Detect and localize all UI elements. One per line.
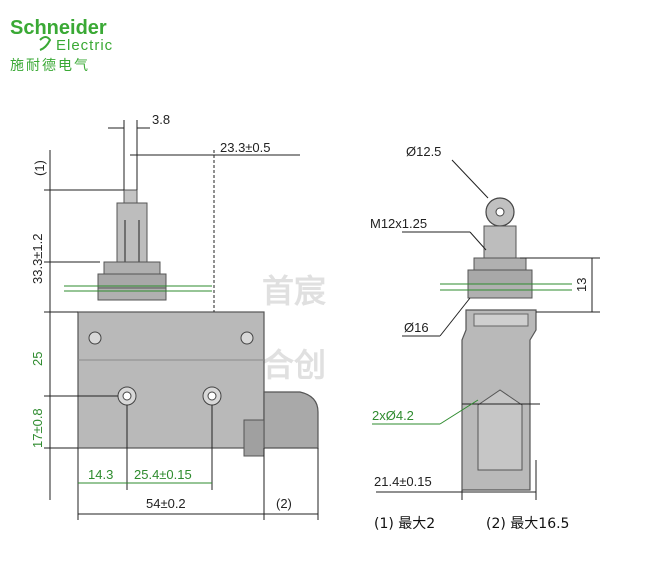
switch-body (77, 311, 265, 449)
screw-right-icon (240, 331, 254, 345)
dim-hole-spacing: 25.4±0.15 (134, 467, 192, 482)
dim-note1: (1) (32, 160, 47, 176)
dim-top-right: 23.3±0.5 (220, 140, 271, 155)
dim-note2: (2) (276, 496, 292, 511)
dim-roller: Ø12.5 (406, 144, 441, 159)
watermark-line2: 合创 (262, 346, 326, 384)
dim-width: 21.4±0.15 (374, 474, 432, 489)
dim-thread: M12x1.25 (370, 216, 427, 231)
note-2: (2) 最大16.5 (486, 516, 569, 532)
right-nut (467, 269, 533, 285)
watermark: 首宸 合创 (262, 272, 326, 384)
right-view: Ø12.5 M12x1.25 Ø16 2xØ4.2 13 21.4±0.15 (370, 144, 600, 500)
watermark-line1: 首宸 (262, 272, 326, 310)
left-view: 3.8 23.3±0.5 (1) 33.3±1.2 25 17±0.8 14.3… (30, 112, 319, 520)
dim-nut: Ø16 (404, 320, 429, 335)
dim-holes: 2xØ4.2 (372, 408, 414, 423)
plunger-stem (116, 202, 148, 264)
cable-gland (263, 391, 319, 449)
brand-sub: Electric (56, 37, 113, 54)
dim-top-width: 3.8 (152, 112, 170, 127)
brand-mark-icon (39, 36, 52, 51)
note-1: (1) 最大2 (374, 516, 435, 532)
brand-logo: Schneider Electric 施耐德电气 (10, 17, 113, 74)
dim-total-width: 54±0.2 (146, 496, 186, 511)
dim-body-upper: 25 (30, 352, 45, 366)
screw-left-icon (88, 331, 102, 345)
dim-hole-left: 14.3 (88, 467, 113, 482)
dim-body-lower: 17±0.8 (30, 408, 45, 448)
dim-thread-len: 13 (574, 278, 589, 292)
nut-lower (97, 287, 167, 301)
dim-height: 33.3±1.2 (30, 233, 45, 284)
nut-upper (103, 261, 161, 275)
right-gland (477, 389, 523, 471)
brand-cn: 施耐德电气 (10, 58, 90, 74)
brand-name: Schneider (10, 17, 107, 39)
notes: (1) 最大2 (2) 最大16.5 (374, 516, 569, 532)
